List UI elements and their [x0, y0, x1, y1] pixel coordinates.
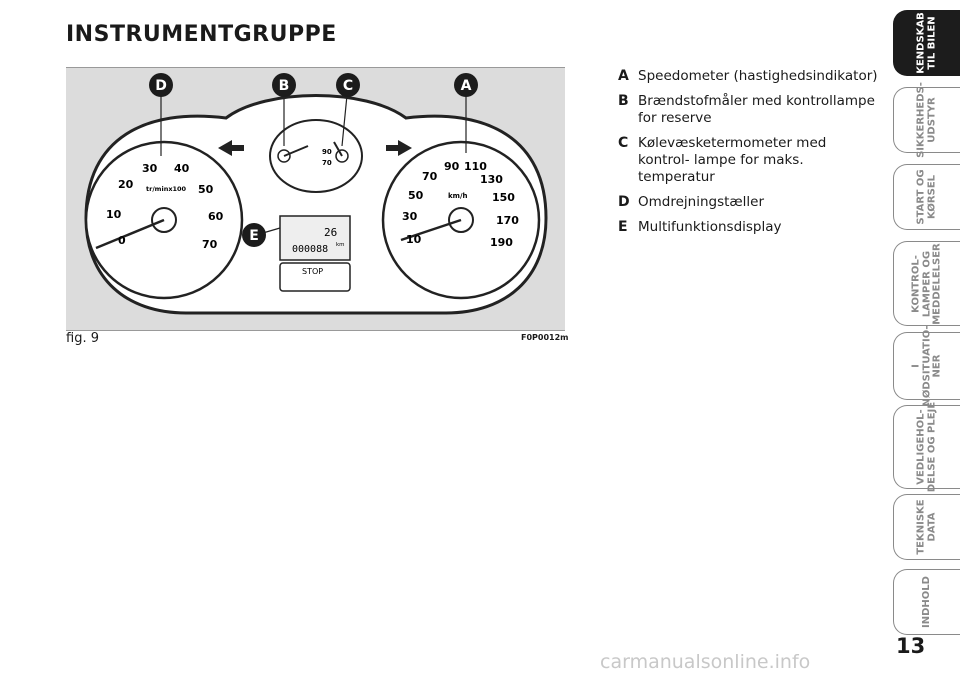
tab-indhold[interactable]: INDHOLD — [893, 569, 960, 635]
callout-D-label: D — [155, 78, 167, 94]
instrument-cluster-figure: 0 10 20 30 40 50 60 70 tr/minx100 10 30 … — [66, 67, 565, 331]
legend-item-a: A Speedometer (hastighedsindikator) — [618, 68, 880, 85]
tab-label: KENDSKAB TIL BILEN — [915, 12, 938, 74]
page-title: INSTRUMENTGRUPPE — [66, 22, 337, 47]
tab-label: I NØDSITUATIO- NER — [910, 325, 943, 407]
legend-text: Omdrejningstæller — [638, 194, 765, 210]
legend-text: Speedometer (hastighedsindikator) — [638, 68, 878, 84]
tach-label: 50 — [198, 183, 214, 196]
tab-label: TEKNISKE DATA — [915, 499, 938, 555]
speed-label: 130 — [480, 173, 503, 186]
legend-item-d: D Omdrejningstæller — [618, 194, 880, 211]
speedometer-gauge: 10 30 50 70 90 110 130 150 170 190 km/h — [381, 140, 541, 300]
figure-caption: fig. 9 — [66, 331, 99, 346]
legend-text: Multifunktionsdisplay — [638, 219, 782, 235]
speed-label: 170 — [496, 214, 519, 227]
tab-label: SIKKERHEDS- UDSTYR — [915, 82, 938, 158]
fuel-temp-gauges: 90 70 — [269, 119, 363, 193]
tachometer-gauge: 0 10 20 30 40 50 60 70 tr/minx100 — [84, 140, 244, 300]
tab-kendskab-til-bilen[interactable]: KENDSKAB TIL BILEN — [893, 10, 960, 76]
callout-D — [149, 73, 173, 97]
legend-letter: B — [618, 93, 629, 109]
legend-text: Brændstofmåler med kontrollampe for rese… — [638, 93, 875, 126]
speed-label: 10 — [406, 233, 422, 246]
callout-A-label: A — [461, 78, 472, 94]
display-value: 26 — [324, 226, 337, 239]
tach-label: 70 — [202, 238, 218, 251]
multifunction-display: 26 000088 km STOP — [279, 215, 351, 292]
stop-label: STOP — [302, 267, 323, 276]
tab-sikkerhedsudstyr[interactable]: SIKKERHEDS- UDSTYR — [893, 82, 960, 158]
speed-label: 30 — [402, 210, 418, 223]
tab-kontrollamper[interactable]: KONTROL- LAMPER OG MEDDELELSER — [893, 241, 960, 326]
display-unit: km — [336, 242, 345, 248]
tab-tekniske-data[interactable]: TEKNISKE DATA — [893, 494, 960, 560]
temp-label: 90 — [322, 148, 332, 156]
legend-letter: C — [618, 135, 629, 151]
legend-item-c: C Kølevæsketermometer med kontrol- lampe… — [618, 135, 880, 186]
tab-nodsituationer[interactable]: I NØDSITUATIO- NER — [893, 325, 960, 407]
tach-unit: tr/minx100 — [146, 185, 187, 193]
speed-label: 110 — [464, 160, 487, 173]
tach-label: 30 — [142, 162, 158, 175]
figure-code: F0P0012m — [521, 333, 569, 342]
tach-label: 60 — [208, 210, 224, 223]
tab-label: INDHOLD — [920, 576, 932, 628]
speed-label: 190 — [490, 236, 513, 249]
callout-E — [242, 223, 266, 247]
legend-letter: E — [618, 219, 628, 235]
callout-B — [272, 73, 296, 97]
callout-B-label: B — [279, 78, 290, 94]
tach-label: 10 — [106, 208, 122, 221]
legend-letter: A — [618, 68, 629, 84]
legend-item-b: B Brændstofmåler med kontrollampe for re… — [618, 93, 880, 127]
page-number: 13 — [896, 634, 926, 658]
callout-E-label: E — [249, 228, 259, 244]
callout-A — [454, 73, 478, 97]
tab-label: KONTROL- LAMPER OG MEDDELELSER — [910, 242, 943, 325]
tach-label: 0 — [118, 234, 126, 247]
speed-label: 90 — [444, 160, 460, 173]
chapter-tabs: KENDSKAB TIL BILEN SIKKERHEDS- UDSTYR ST… — [893, 0, 960, 640]
speed-label: 150 — [492, 191, 515, 204]
legend-item-e: E Multifunktionsdisplay — [618, 219, 880, 236]
speed-label: 50 — [408, 189, 424, 202]
temp-label: 70 — [322, 159, 332, 167]
legend: A Speedometer (hastighedsindikator) B Br… — [618, 68, 880, 244]
tab-start-og-korsel[interactable]: START OG KØRSEL — [893, 164, 960, 230]
display-odometer: 000088 — [292, 244, 328, 255]
turn-left-arrow-icon — [218, 140, 244, 156]
tab-vedligeholdelse[interactable]: VEDLIGEHOL- DELSE OG PLEJE — [893, 401, 960, 493]
tab-label: VEDLIGEHOL- DELSE OG PLEJE — [915, 401, 938, 493]
callout-C — [336, 73, 360, 97]
tach-label: 40 — [174, 162, 190, 175]
legend-letter: D — [618, 194, 630, 210]
legend-text: Kølevæsketermometer med kontrol- lampe f… — [638, 135, 827, 185]
turn-right-arrow-icon — [386, 140, 412, 156]
speed-label: 70 — [422, 170, 438, 183]
watermark: carmanualsonline.info — [600, 651, 811, 673]
speed-unit: km/h — [448, 192, 468, 200]
callout-C-label: C — [343, 78, 353, 94]
tach-label: 20 — [118, 178, 134, 191]
tab-label: START OG KØRSEL — [915, 169, 938, 225]
